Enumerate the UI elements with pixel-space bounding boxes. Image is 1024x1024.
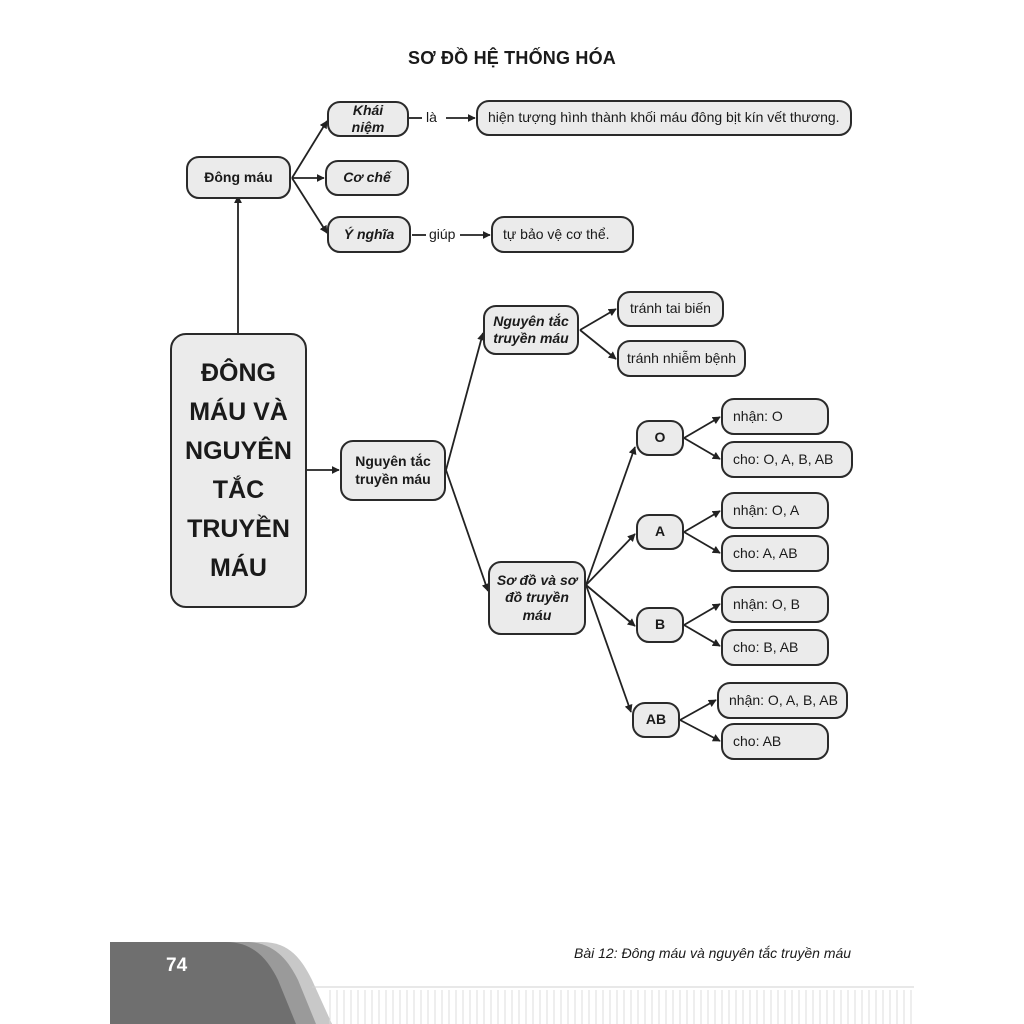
node-b-cho: cho: B, AB	[721, 629, 829, 666]
footer-ticks	[329, 990, 912, 1024]
arrow-a-to-nhan	[683, 510, 721, 533]
nguyen-tac-sub-label: Nguyên tắc truyền máu	[493, 312, 569, 346]
arrow-o-to-nhan	[683, 416, 721, 439]
b-cho-label: cho: B, AB	[733, 638, 799, 655]
node-ab-cho: cho: AB	[721, 723, 829, 760]
node-khai-niem-definition: hiện tượng hình thành khối máu đông bịt …	[476, 100, 852, 136]
node-tranh-tai-bien: tránh tai biến	[617, 291, 724, 327]
arrow-nguyen-tac-to-so-do	[445, 469, 490, 592]
arrow-ab-to-cho	[679, 719, 721, 742]
footer-wave-dark	[110, 942, 296, 1024]
arrow-so-do-to-o	[585, 446, 637, 586]
node-group-o: O	[636, 420, 684, 456]
a-cho-label: cho: A, AB	[733, 544, 798, 561]
node-y-nghia: Ý nghĩa	[327, 216, 411, 253]
ab-cho-label: cho: AB	[733, 732, 782, 749]
node-dong-mau: Đông máu	[186, 156, 291, 199]
node-tranh-nhiem-benh: tránh nhiễm bệnh	[617, 340, 746, 377]
dong-mau-label: Đông máu	[204, 168, 273, 185]
node-y-nghia-definition: tự bảo vệ cơ thể.	[491, 216, 634, 253]
y-nghia-label: Ý nghĩa	[343, 225, 395, 242]
arrow-dong-mau-to-y-nghia	[291, 177, 328, 234]
node-khai-niem: Khái niệm	[327, 101, 409, 137]
node-group-b: B	[636, 607, 684, 643]
khai-niem-definition-label: hiện tượng hình thành khối máu đông bịt …	[488, 109, 840, 126]
edge-label-la: là	[424, 109, 439, 125]
node-a-nhan: nhận: O, A	[721, 492, 829, 529]
arrow-so-do-to-ab	[585, 584, 633, 713]
group-b-label: B	[654, 616, 666, 633]
khai-niem-label: Khái niệm	[351, 101, 385, 135]
node-so-do-truyen-mau: Sơ đồ và sơ đồ truyền máu	[488, 561, 586, 635]
node-co-che: Cơ chế	[325, 160, 409, 196]
arrow-so-do-to-b	[585, 584, 636, 627]
node-group-a: A	[636, 514, 684, 550]
node-b-nhan: nhận: O, B	[721, 586, 829, 623]
a-nhan-label: nhận: O, A	[733, 501, 800, 518]
arrow-so-do-to-a	[585, 533, 636, 586]
ab-nhan-label: nhận: O, A, B, AB	[729, 691, 838, 708]
node-o-nhan: nhận: O	[721, 398, 829, 435]
arrow-sub-to-nhiem-benh	[579, 329, 617, 360]
arrow-nguyen-tac-to-sub	[445, 332, 485, 471]
arrow-b-to-nhan	[683, 603, 721, 626]
node-a-cho: cho: A, AB	[721, 535, 829, 572]
edge-label-giup: giúp	[427, 226, 458, 242]
o-nhan-label: nhận: O	[733, 407, 783, 424]
lesson-caption: Bài 12: Đông máu và nguyên tắc truyền má…	[574, 945, 852, 961]
co-che-label: Cơ chế	[343, 169, 391, 186]
b-nhan-label: nhận: O, B	[733, 595, 800, 612]
group-o-label: O	[654, 429, 666, 446]
node-main-topic: ĐÔNG MÁU VÀ NGUYÊN TẮC TRUYỀN MÁU	[170, 333, 307, 608]
arrow-sub-to-tai-bien	[579, 308, 617, 331]
group-a-label: A	[654, 523, 666, 540]
main-topic-label: ĐÔNG MÁU VÀ NGUYÊN TẮC TRUYỀN MÁU	[185, 358, 292, 582]
o-cho-label: cho: O, A, B, AB	[733, 450, 834, 467]
arrow-b-to-cho	[683, 624, 721, 647]
tranh-tai-bien-label: tránh tai biến	[630, 300, 711, 317]
arrow-ab-to-nhan	[679, 699, 717, 721]
page-number: 74	[166, 955, 188, 976]
group-ab-label: AB	[645, 711, 667, 728]
so-do-truyen-mau-label: Sơ đồ và sơ đồ truyền máu	[496, 572, 578, 623]
diagram-title: SƠ ĐỒ HỆ THỐNG HÓA	[408, 48, 616, 68]
node-nguyen-tac-truyen-mau: Nguyên tắc truyền máu	[340, 440, 446, 501]
arrow-o-to-cho	[683, 437, 721, 460]
node-o-cho: cho: O, A, B, AB	[721, 441, 853, 478]
arrow-a-to-cho	[683, 531, 721, 554]
node-group-ab: AB	[632, 702, 680, 738]
y-nghia-definition-label: tự bảo vệ cơ thể.	[503, 225, 610, 242]
node-nguyen-tac-sub: Nguyên tắc truyền máu	[483, 305, 579, 355]
arrow-dong-mau-to-khai-niem	[291, 120, 328, 179]
nguyen-tac-truyen-mau-label: Nguyên tắc truyền máu	[355, 453, 431, 487]
tranh-nhiem-benh-label: tránh nhiễm bệnh	[627, 349, 736, 366]
node-ab-nhan: nhận: O, A, B, AB	[717, 682, 848, 719]
